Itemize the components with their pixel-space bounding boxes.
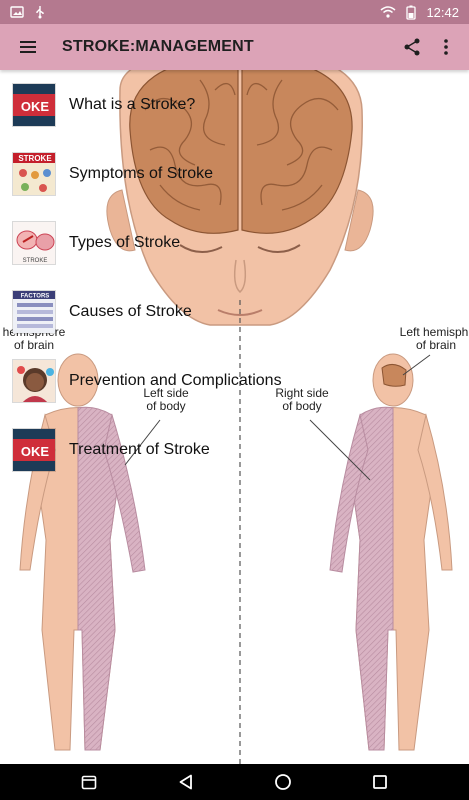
thumb-image: STROKE bbox=[12, 220, 56, 265]
image-icon bbox=[10, 6, 24, 18]
label-left-side-line1: Left side bbox=[143, 386, 189, 400]
app-title: STROKE:MANAGEMENT bbox=[62, 38, 254, 55]
list-item-symptoms[interactable]: STROKE Symptoms of Stroke bbox=[0, 139, 469, 208]
list-item-treatment[interactable]: OKE Treatment of Stroke bbox=[0, 415, 469, 484]
label-left-hemisphere-line1: Left hemisph bbox=[400, 325, 469, 339]
home-icon[interactable] bbox=[263, 764, 303, 800]
right-body-figure bbox=[329, 353, 453, 751]
list-item-label: What is a Stroke? bbox=[69, 95, 196, 113]
list-item-what-is-stroke[interactable]: OKE What is a Stroke? bbox=[0, 70, 469, 139]
svg-text:OKE: OKE bbox=[21, 444, 50, 459]
list-item-label: Types of Stroke bbox=[69, 233, 181, 251]
system-nav-bar bbox=[0, 764, 469, 800]
share-icon[interactable] bbox=[395, 24, 429, 70]
list-item-label: Symptoms of Stroke bbox=[69, 164, 214, 182]
list-item-types[interactable]: STROKE Types of Stroke bbox=[0, 208, 469, 277]
stroke-illustration: Left side of body Right side of body Lef… bbox=[3, 70, 469, 764]
topic-list: OKE What is a Stroke? STROKE Symptoms of… bbox=[0, 70, 469, 484]
app-bar: STROKE:MANAGEMENT bbox=[0, 24, 469, 70]
list-item-label: Causes of Stroke bbox=[69, 302, 192, 320]
label-right-side-line1: Right side bbox=[275, 386, 329, 400]
list-item-causes[interactable]: FACTORS Causes of Stroke bbox=[0, 277, 469, 346]
thumb-image: OKE bbox=[12, 427, 56, 472]
content-area: Left side of body Right side of body Lef… bbox=[0, 70, 469, 764]
svg-text:STROKE: STROKE bbox=[23, 258, 48, 264]
hamburger-menu-icon[interactable] bbox=[0, 24, 56, 70]
list-item-prevention[interactable]: Prevention and Complications bbox=[0, 346, 469, 415]
clock: 12:42 bbox=[426, 4, 459, 20]
back-icon[interactable] bbox=[166, 764, 206, 800]
svg-text:FACTORS: FACTORS bbox=[21, 293, 50, 299]
list-item-label: Prevention and Complications bbox=[69, 371, 282, 389]
thumb-image: FACTORS bbox=[12, 289, 56, 334]
thumb-image: STROKE bbox=[12, 151, 56, 196]
label-left-hemisphere-line2: of brain bbox=[416, 338, 456, 352]
thumb-image bbox=[12, 358, 56, 403]
recents-screenshot-icon[interactable] bbox=[69, 764, 109, 800]
overview-icon[interactable] bbox=[360, 764, 400, 800]
label-right-side-line2: of body bbox=[282, 399, 321, 413]
usb-icon bbox=[34, 5, 46, 19]
label-right-hemisphere-line2: of brain bbox=[14, 338, 54, 352]
status-bar: 12:42 bbox=[0, 0, 469, 24]
battery-icon bbox=[406, 5, 417, 20]
thumb-image: OKE bbox=[12, 82, 56, 127]
overflow-menu-icon[interactable] bbox=[429, 24, 463, 70]
label-left-side-line2: of body bbox=[146, 399, 185, 413]
svg-text:STROKE: STROKE bbox=[18, 154, 52, 163]
wifi-icon bbox=[380, 6, 396, 18]
left-body-figure bbox=[19, 353, 146, 751]
list-item-label: Treatment of Stroke bbox=[69, 440, 210, 458]
svg-text:OKE: OKE bbox=[21, 99, 50, 114]
head-drawing bbox=[106, 70, 374, 326]
